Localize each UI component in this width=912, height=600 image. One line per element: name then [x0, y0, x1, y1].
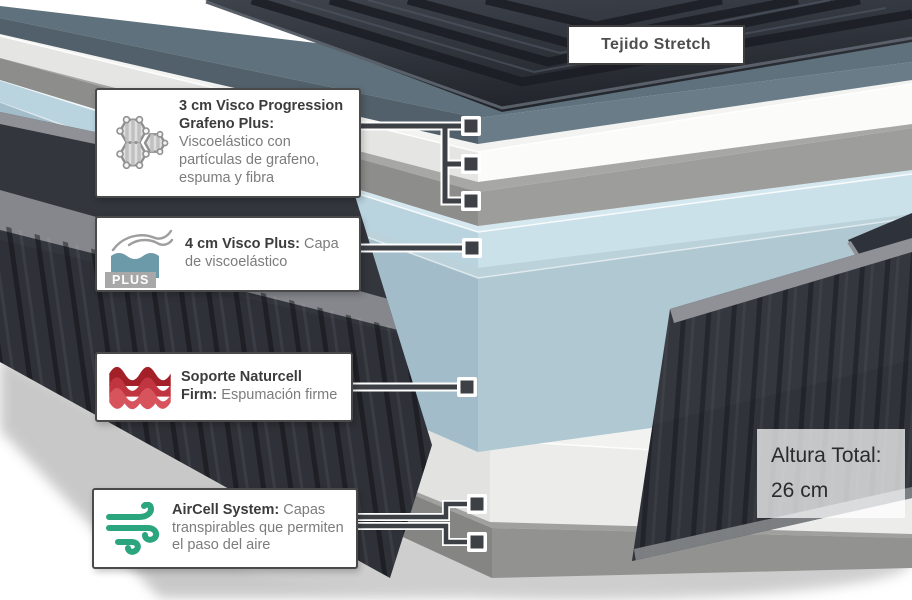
callout-visco-plus: PLUS 4 cm Visco Plus: Capa de viscoelást… [95, 216, 361, 292]
visco-hand-icon: PLUS [105, 226, 175, 288]
airflow-icon [106, 501, 162, 556]
callout-naturcell-title: Soporte Naturcell Firm: [181, 369, 302, 403]
callout-aircell-text: AirCell System: Capas transpirables que … [172, 502, 344, 556]
layer-marker [467, 532, 487, 552]
layer-marker [461, 154, 481, 174]
total-height-value: 26 cm [771, 478, 829, 502]
connector-aircell [351, 500, 472, 546]
callout-grafeno-text: 3 cm Visco Progression Grafeno Plus: Vis… [179, 98, 347, 188]
callout-visco-plus-text: 4 cm Visco Plus: Capa de viscoelástico [185, 236, 347, 272]
layer-markers [457, 116, 487, 552]
layer-marker [457, 377, 477, 397]
callout-visco-plus-title: 4 cm Visco Plus: [185, 236, 300, 253]
tejido-stretch-text: Tejido Stretch [601, 36, 711, 53]
callout-naturcell-text: Soporte Naturcell Firm: Espumación firme [181, 369, 339, 405]
layer-marker [461, 191, 481, 211]
callout-grafeno-title: 3 cm Visco Progression Grafeno Plus: [179, 98, 344, 132]
layer-marker [462, 238, 482, 258]
foam-waves-icon [109, 363, 171, 411]
layer-marker [467, 494, 487, 514]
callout-aircell-description: Capas transpirables que permiten el paso… [172, 501, 344, 554]
callout-connectors [347, 121, 472, 546]
callout-aircell-title: AirCell System: [172, 501, 280, 518]
callout-visco-plus-description: Capa de viscoelástico [185, 236, 339, 270]
total-height-label: Altura Total: 26 cm [757, 429, 905, 519]
callout-aircell: AirCell System: Capas transpirables que … [92, 488, 358, 569]
callout-grafeno-description: Viscoelástico con partículas de grafeno,… [179, 133, 320, 186]
layer-marker [461, 116, 481, 136]
total-height-title: Altura Total: [771, 444, 882, 467]
callout-grafeno: 3 cm Visco Progression Grafeno Plus: Vis… [95, 88, 361, 198]
callout-naturcell: Soporte Naturcell Firm: Espumación firme [95, 352, 353, 422]
connector-grafeno [353, 121, 466, 206]
tejido-stretch-label: Tejido Stretch [567, 25, 745, 65]
plus-badge: PLUS [105, 272, 157, 288]
graphene-molecule-icon [109, 111, 169, 175]
callout-naturcell-description: Espumación firme [221, 387, 338, 403]
